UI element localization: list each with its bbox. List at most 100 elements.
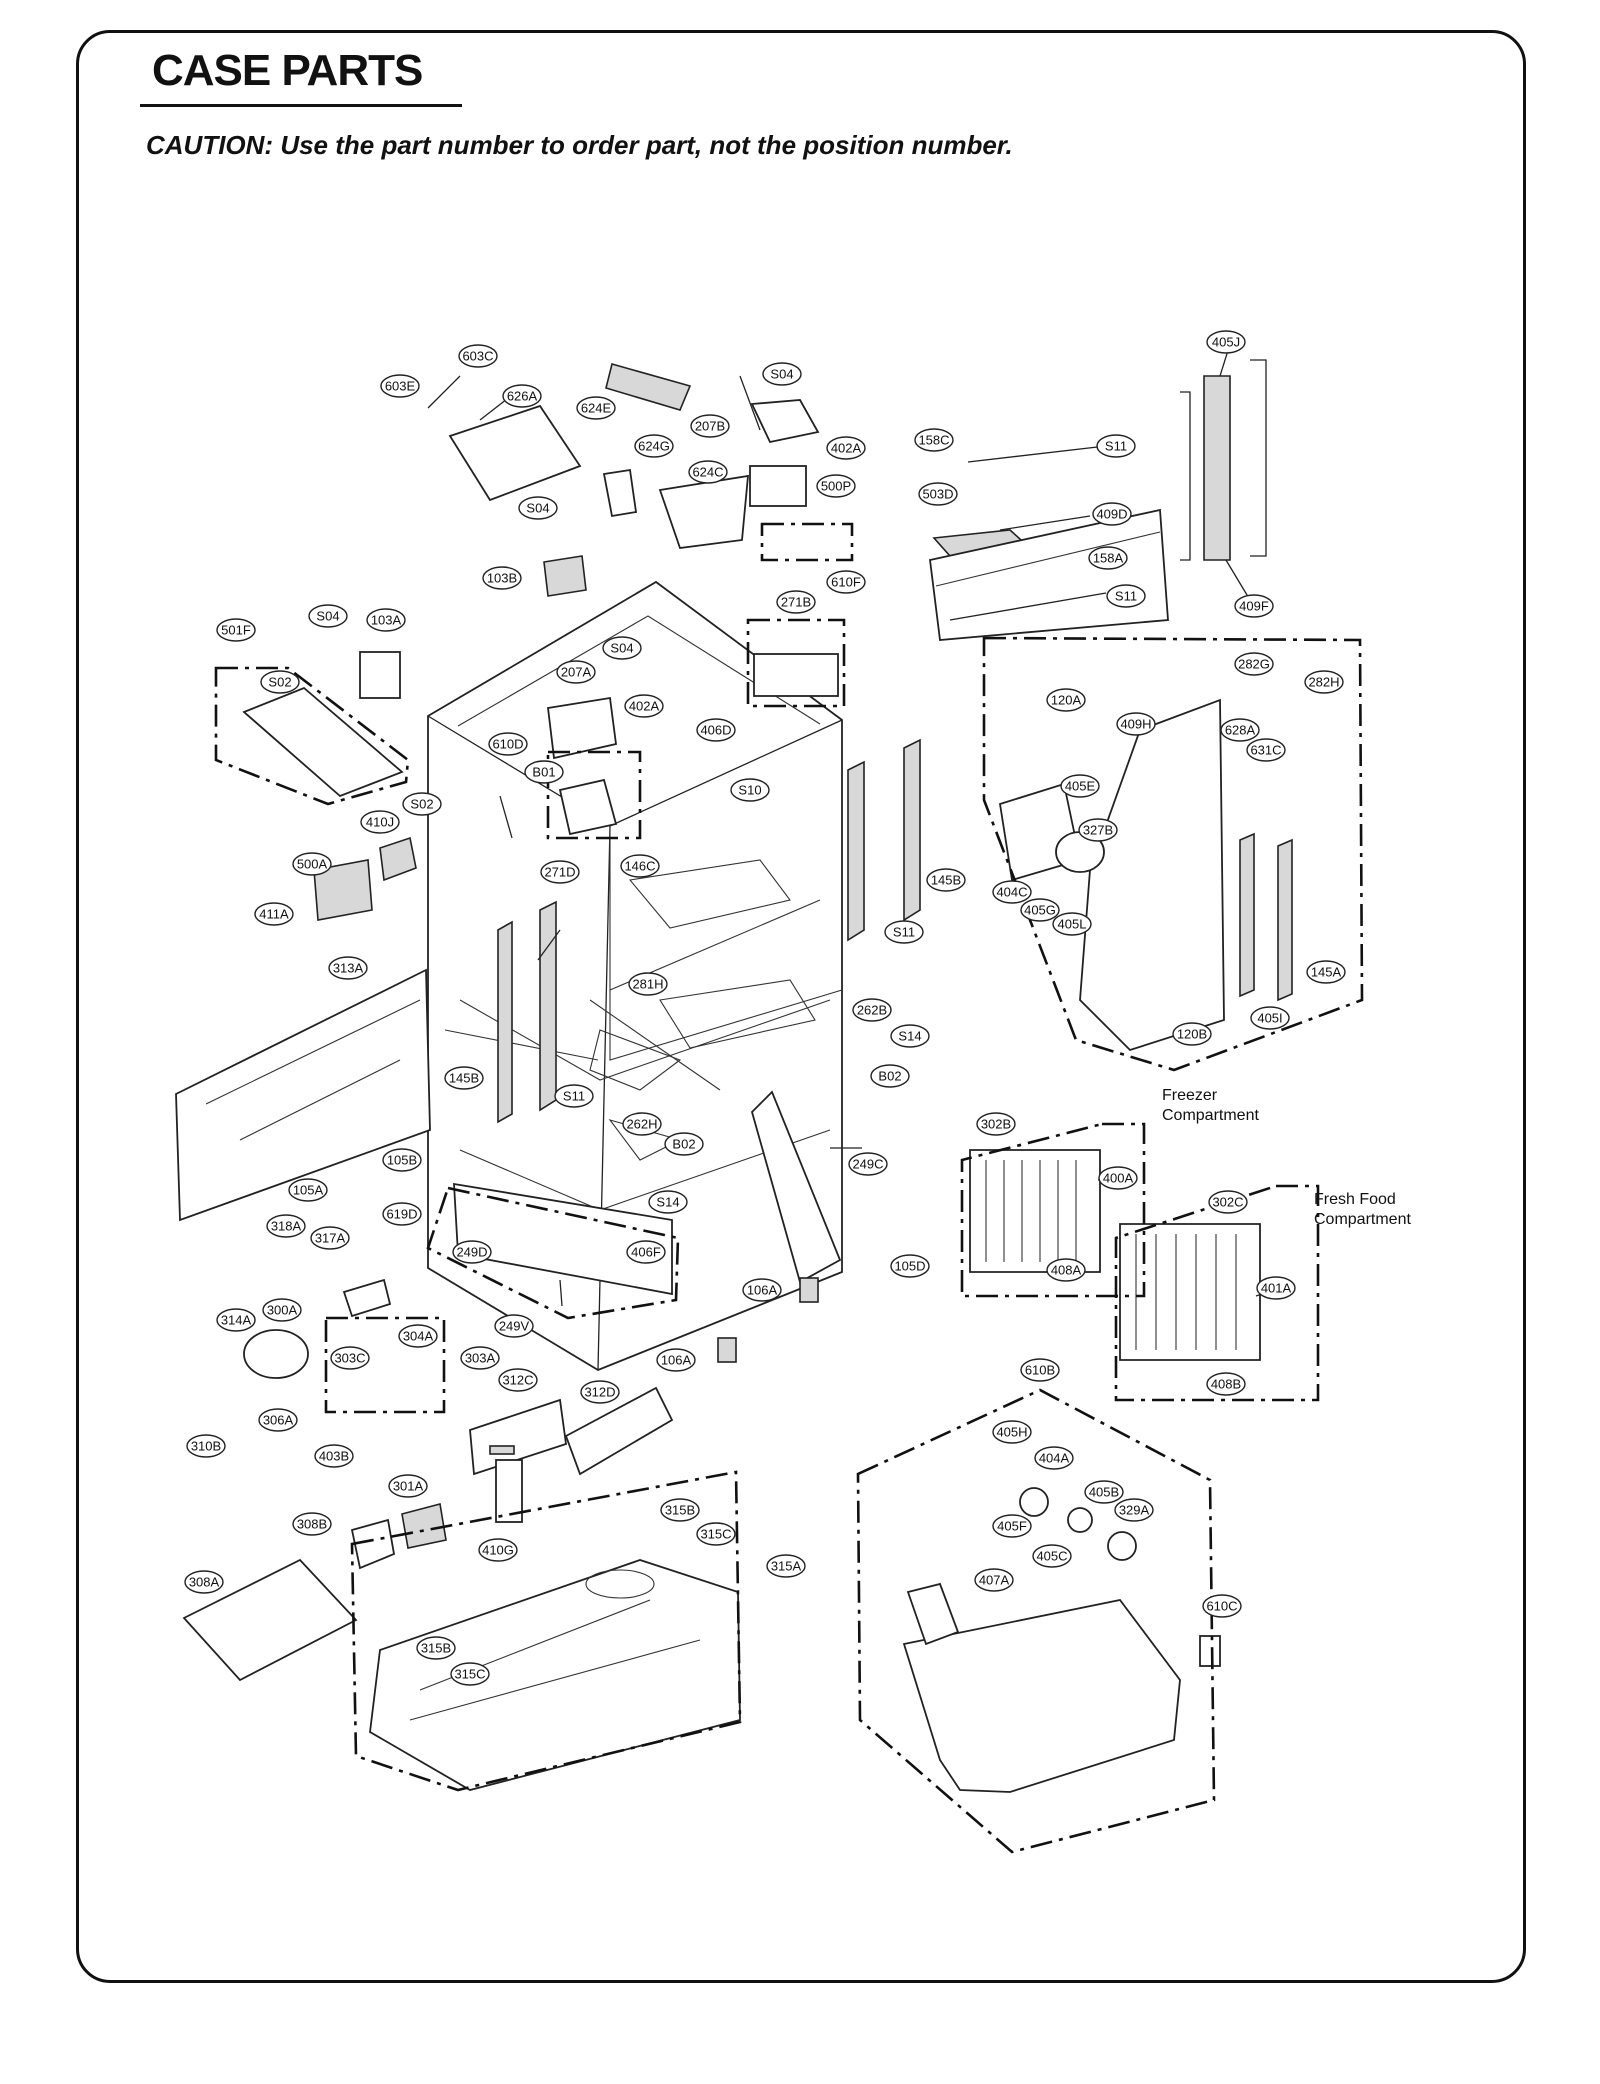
svg-text:409D: 409D (1096, 507, 1127, 522)
callout-306A: 306A (258, 1408, 298, 1432)
svg-text:120A: 120A (1051, 693, 1082, 708)
callout-624C: 624C (688, 460, 728, 484)
svg-text:207A: 207A (561, 665, 592, 680)
svg-text:S04: S04 (526, 501, 549, 516)
svg-text:S04: S04 (770, 367, 793, 382)
svg-text:315C: 315C (700, 1527, 731, 1542)
svg-text:610F: 610F (831, 575, 861, 590)
callout-302B: 302B (976, 1112, 1016, 1136)
svg-text:106A: 106A (661, 1353, 692, 1368)
svg-text:500P: 500P (821, 479, 851, 494)
callout-401A: 401A (1256, 1276, 1296, 1300)
svg-text:S11: S11 (1115, 589, 1137, 604)
callout-158C: 158C (914, 428, 954, 452)
svg-text:501F: 501F (221, 623, 251, 638)
callout-624E: 624E (576, 396, 616, 420)
svg-text:S10: S10 (738, 783, 761, 798)
callout-405L: 405L (1052, 912, 1092, 936)
svg-text:624E: 624E (581, 401, 612, 416)
callout-407A: 407A (974, 1568, 1014, 1592)
callout-S14: S14 (890, 1024, 930, 1048)
callout-405G: 405G (1020, 898, 1060, 922)
callout-310B: 310B (186, 1434, 226, 1458)
svg-text:406F: 406F (631, 1245, 661, 1260)
callout-282G: 282G (1234, 652, 1274, 676)
callout-312D: 312D (580, 1380, 620, 1404)
callout-158A: 158A (1088, 546, 1128, 570)
callout-308A: 308A (184, 1570, 224, 1594)
callout-408A: 408A (1046, 1258, 1086, 1282)
svg-text:308A: 308A (189, 1575, 220, 1590)
callout-301A: 301A (388, 1474, 428, 1498)
callout-500A: 500A (292, 852, 332, 876)
callout-610C: 610C (1202, 1594, 1242, 1618)
svg-text:308B: 308B (297, 1517, 327, 1532)
callout-405E: 405E (1060, 774, 1100, 798)
callout-404A: 404A (1034, 1446, 1074, 1470)
svg-text:405F: 405F (997, 1519, 1027, 1534)
callout-S04: S04 (518, 496, 558, 520)
base-plate (369, 1559, 741, 1791)
callout-262H: 262H (622, 1112, 662, 1136)
page-title: CASE PARTS (152, 46, 423, 95)
svg-text:249C: 249C (852, 1157, 883, 1172)
svg-text:S11: S11 (893, 925, 915, 940)
callout-603C: 603C (458, 344, 498, 368)
callout-404C: 404C (992, 880, 1032, 904)
callout-411A: 411A (254, 902, 294, 926)
svg-text:281H: 281H (632, 977, 663, 992)
svg-text:624G: 624G (638, 439, 670, 454)
callout-327B: 327B (1078, 818, 1118, 842)
svg-text:624C: 624C (692, 465, 723, 480)
callout-S11: S11 (1106, 584, 1146, 608)
svg-text:282G: 282G (1238, 657, 1270, 672)
svg-text:409F: 409F (1239, 599, 1269, 614)
callout-145B: 145B (926, 868, 966, 892)
callout-S02: S02 (402, 792, 442, 816)
svg-text:315A: 315A (771, 1559, 802, 1574)
svg-text:603C: 603C (462, 349, 493, 364)
top-assembly-parts (359, 363, 1169, 1284)
svg-text:249V: 249V (499, 1319, 530, 1334)
compartment-labels: Freezer Compartment Fresh Food Compartme… (1162, 1087, 1411, 1228)
svg-text:302B: 302B (981, 1117, 1011, 1132)
svg-text:304A: 304A (403, 1329, 434, 1344)
svg-text:628A: 628A (1225, 723, 1256, 738)
callout-405I: 405I (1250, 1006, 1290, 1030)
callout-249C: 249C (848, 1152, 888, 1176)
svg-text:405J: 405J (1212, 335, 1240, 350)
callout-409H: 409H (1116, 712, 1156, 736)
svg-text:603E: 603E (385, 379, 416, 394)
callout-329A: 329A (1114, 1498, 1154, 1522)
svg-text:S04: S04 (316, 609, 339, 624)
callout-271D: 271D (540, 860, 580, 884)
callout-409F: 409F (1234, 594, 1274, 618)
svg-text:249D: 249D (456, 1245, 487, 1260)
svg-text:145B: 145B (931, 873, 961, 888)
callout-B01: B01 (524, 760, 564, 784)
svg-text:317A: 317A (315, 1231, 346, 1246)
svg-text:158C: 158C (918, 433, 949, 448)
callout-S14: S14 (648, 1190, 688, 1214)
svg-text:610C: 610C (1206, 1599, 1237, 1614)
callout-145A: 145A (1306, 960, 1346, 984)
callout-503D: 503D (918, 482, 958, 506)
callout-S11: S11 (884, 920, 924, 944)
callout-146C: 146C (620, 854, 660, 878)
callout-626A: 626A (502, 384, 542, 408)
callout-400A: 400A (1098, 1166, 1138, 1190)
svg-text:B02: B02 (672, 1137, 695, 1152)
callout-315B: 315B (660, 1498, 700, 1522)
svg-text:105B: 105B (387, 1153, 417, 1168)
callout-405J: 405J (1206, 330, 1246, 354)
svg-text:S04: S04 (610, 641, 633, 656)
svg-text:145A: 145A (1311, 965, 1342, 980)
callout-402A: 402A (826, 436, 866, 460)
svg-text:146C: 146C (624, 859, 655, 874)
svg-text:B02: B02 (878, 1069, 901, 1084)
callout-610D: 610D (488, 732, 528, 756)
svg-text:S02: S02 (268, 675, 291, 690)
svg-text:282H: 282H (1308, 675, 1339, 690)
svg-text:303A: 303A (465, 1351, 496, 1366)
